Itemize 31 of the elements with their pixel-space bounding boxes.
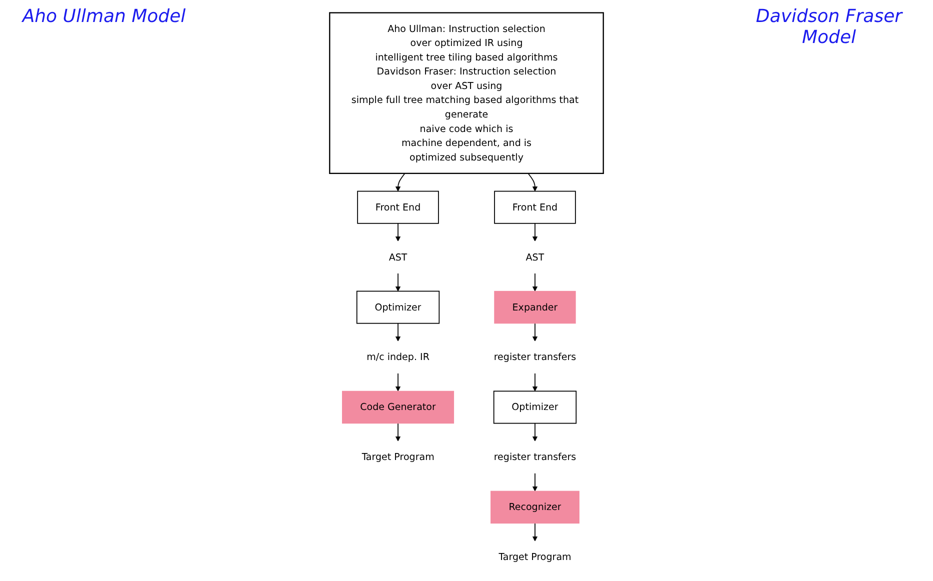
node-text: Target Program — [498, 551, 572, 563]
node-box: Recognizer — [490, 490, 580, 524]
column-heading: Aho Ullman Model — [20, 6, 187, 27]
arrow — [395, 322, 401, 342]
node-text: AST — [526, 251, 544, 263]
arrow — [532, 372, 538, 392]
node-box: Expander — [494, 290, 576, 324]
arrow — [532, 522, 538, 542]
arrow — [532, 472, 538, 492]
arrow — [532, 222, 538, 242]
arrow — [395, 272, 401, 292]
node-text: AST — [388, 251, 408, 263]
arrow — [395, 222, 401, 242]
node-box: Front End — [494, 190, 576, 224]
node-box: Optimizer — [356, 290, 440, 324]
node-box: Aho Ullman: Instruction selection over optimized IR using intelligent tree tiling based algorithms Davidson Fraser: Instruction selection over AST using simple full tree matching based algorithms that generate naive code which is machine dependent, and is optimized subsequently — [329, 12, 604, 174]
arrow — [528, 172, 538, 192]
arrow — [532, 272, 538, 292]
node-text: register transfers — [494, 351, 576, 363]
column-heading: Davidson Fraser Model — [754, 6, 904, 48]
node-box: Code Generator — [342, 390, 454, 424]
arrow — [532, 322, 538, 342]
arrow — [532, 422, 538, 442]
node-box: Optimizer — [493, 390, 577, 424]
node-text: m/c indep. IR — [366, 351, 430, 363]
node-box: Front End — [357, 190, 439, 224]
arrow — [395, 422, 401, 442]
node-text: Target Program — [362, 451, 434, 463]
arrow — [395, 372, 401, 392]
node-text: register transfers — [494, 451, 576, 463]
arrow — [395, 172, 406, 192]
